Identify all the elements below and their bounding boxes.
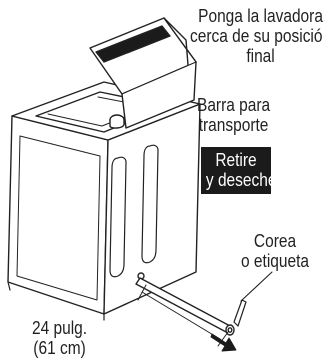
- remove-discard-line-1: Retire: [215, 150, 257, 170]
- move-instruction-line-1: Ponga la lavadora: [198, 6, 323, 26]
- remove-discard-line-2: y deseche: [205, 170, 271, 190]
- front-panel-inset: [16, 135, 101, 301]
- side-grip-right: [141, 144, 159, 264]
- side-grip-left: [109, 156, 127, 278]
- move-instruction-label: Ponga la lavadora cerca de su posición f…: [190, 6, 323, 66]
- remove-discard-badge: Retire y deseche: [201, 147, 271, 194]
- shipping-bar-line-2: transporte: [198, 115, 269, 135]
- distance-line-2: (61 cm): [33, 338, 86, 358]
- shipping-bar-line-1: Barra para: [197, 95, 271, 115]
- distance-line-1: 24 pulg.: [32, 318, 88, 338]
- strap-tag-label: Corea o etiqueta: [241, 231, 309, 271]
- pull-arrow: [210, 333, 237, 352]
- distance-label: 24 pulg. (61 cm): [32, 318, 87, 358]
- shipping-bar-label: Barra para transporte: [197, 95, 270, 135]
- strap-leader-line: [240, 271, 273, 302]
- move-instruction-line-3: final: [246, 46, 275, 66]
- control-console-display: [95, 25, 171, 63]
- shipping-bar: [135, 277, 233, 334]
- strap-tag: [233, 299, 247, 327]
- strap-tag-line-2: o etiqueta: [241, 251, 310, 271]
- dimension-line: [141, 291, 221, 340]
- move-instruction-line-2: cerca de su posición: [189, 26, 323, 46]
- strap-tag-line-1: Corea: [253, 231, 297, 251]
